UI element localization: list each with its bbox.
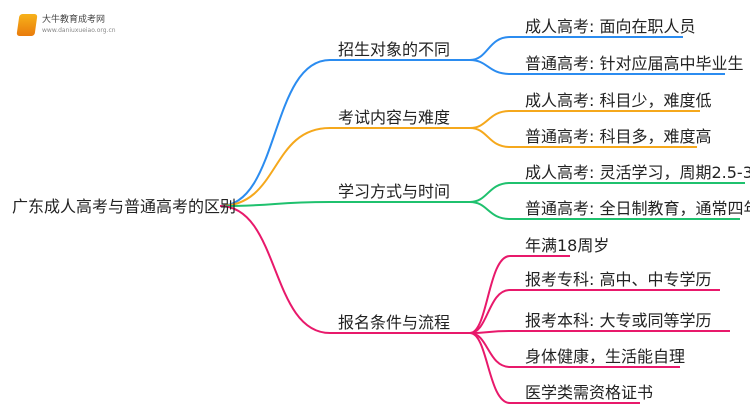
branch-line bbox=[219, 127, 470, 207]
logo: 大牛教育成考网 www.daniuxueiao.org.cn bbox=[16, 14, 116, 36]
leaf-line bbox=[469, 110, 700, 129]
logo-name: 大牛教育成考网 bbox=[42, 15, 106, 25]
leaf-line bbox=[469, 255, 570, 334]
leaf-label: 报考专科: 高中、中专学历 bbox=[525, 270, 712, 289]
leaf-line bbox=[469, 332, 640, 404]
branch-line bbox=[219, 205, 470, 334]
branch-label: 学习方式与时间 bbox=[338, 182, 451, 201]
leaf-label: 成人高考: 灵活学习，周期2.5-3年 bbox=[525, 163, 750, 182]
leaf-line bbox=[469, 182, 745, 203]
logo-url: www.daniuxueiao.org.cn bbox=[42, 27, 116, 34]
branch-label: 考试内容与难度 bbox=[338, 108, 451, 127]
leaf-line bbox=[469, 289, 720, 334]
leaf-line bbox=[469, 59, 725, 75]
leaf-label: 成人高考: 科目少，难度低 bbox=[525, 91, 712, 110]
branch-label: 报名条件与流程 bbox=[338, 313, 451, 332]
leaf-label: 成人高考: 面向在职人员 bbox=[525, 17, 696, 36]
leaf-label: 年满18周岁 bbox=[525, 236, 610, 255]
branch-line bbox=[219, 59, 470, 207]
leaf-label: 报考本科: 大专或同等学历 bbox=[525, 311, 712, 330]
leaf-label: 普通高考: 科目多，难度高 bbox=[525, 127, 712, 146]
leaf-label: 身体健康，生活能自理 bbox=[525, 347, 686, 366]
branch-line bbox=[219, 201, 470, 207]
leaf-line bbox=[469, 36, 683, 61]
leaf-label: 普通高考: 针对应届高中毕业生 bbox=[525, 54, 744, 73]
leaf-label: 医学类需资格证书 bbox=[525, 383, 654, 402]
leaf-line bbox=[469, 127, 697, 148]
branch-label: 招生对象的不同 bbox=[338, 40, 451, 59]
leaf-line bbox=[469, 330, 730, 334]
root-node: 广东成人高考与普通高考的区别 bbox=[12, 197, 237, 216]
leaf-label: 普通高考: 全日制教育，通常四年 bbox=[525, 199, 750, 218]
leaf-line bbox=[469, 201, 740, 220]
